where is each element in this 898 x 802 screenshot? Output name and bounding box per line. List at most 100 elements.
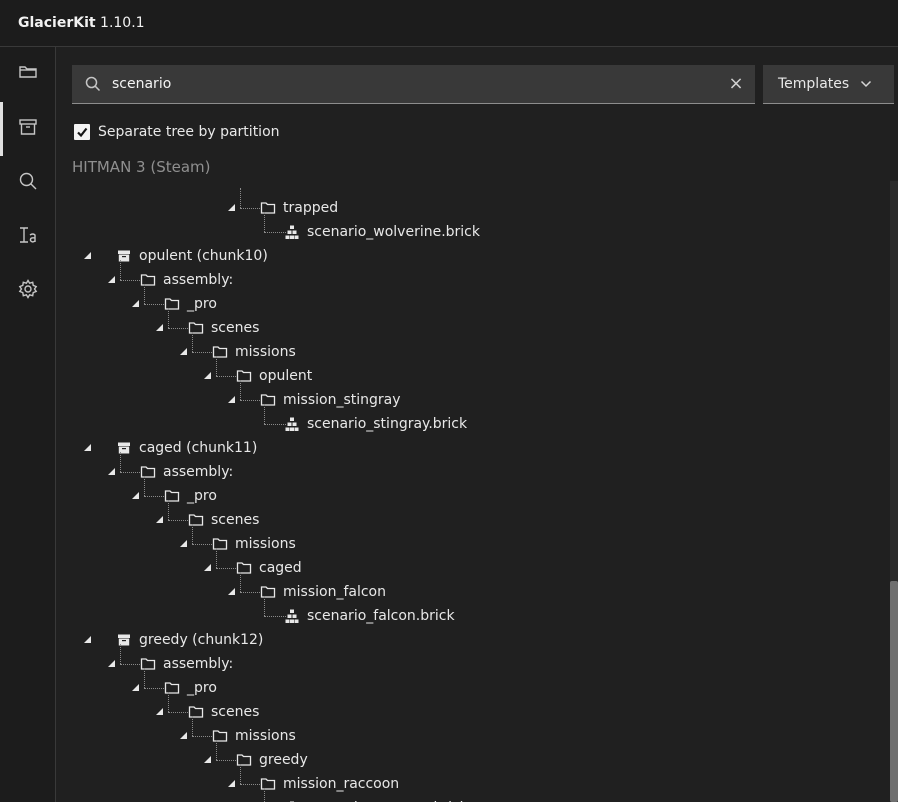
tree-connector [216, 760, 238, 761]
gear-icon [18, 279, 38, 303]
tree-node-label: assembly: [163, 656, 234, 672]
folder-icon [212, 536, 228, 552]
expand-toggle-icon[interactable] [204, 372, 211, 379]
tree-node[interactable]: greedy (chunk12) [116, 628, 263, 652]
tree-node[interactable]: assembly: [140, 460, 233, 484]
tree-node[interactable]: mission_stingray [260, 388, 401, 412]
expand-toggle-icon[interactable] [108, 468, 115, 475]
tree-node[interactable]: missions [212, 532, 296, 556]
tree-node[interactable]: greedy [236, 748, 308, 772]
expand-toggle-icon[interactable] [228, 588, 235, 595]
folder-icon [140, 272, 156, 288]
folder-icon [164, 680, 180, 696]
expand-toggle-icon[interactable] [84, 444, 91, 451]
templates-dropdown[interactable]: Templates [763, 65, 894, 104]
tree-node[interactable]: scenes [188, 316, 259, 340]
expand-toggle-icon[interactable] [180, 540, 187, 547]
templates-label: Templates [778, 76, 850, 92]
expand-toggle-icon[interactable] [180, 732, 187, 739]
tree-node-label: mission_raccoon [283, 776, 400, 792]
tree-node[interactable]: _pro [164, 292, 217, 316]
tree-node[interactable]: scenario_wolverine.brick [284, 220, 480, 244]
tree-node-label: _pro [187, 680, 217, 696]
tree-node-label: caged (chunk11) [139, 440, 258, 456]
partition-heading: HITMAN 3 (Steam) [72, 158, 211, 176]
folder-icon [260, 776, 276, 792]
tree-node-label: missions [235, 344, 296, 360]
scrollbar[interactable] [890, 181, 898, 802]
expand-toggle-icon[interactable] [204, 564, 211, 571]
clear-icon[interactable]: × [728, 73, 744, 94]
tree-connector [264, 424, 286, 425]
tree-connector [240, 592, 262, 593]
expand-toggle-icon[interactable] [228, 780, 235, 787]
tree-node[interactable]: missions [212, 340, 296, 364]
search-icon [85, 76, 101, 92]
scrollbar-thumb[interactable] [890, 581, 898, 802]
expand-toggle-icon[interactable] [84, 252, 91, 259]
separate-partition-checkbox[interactable] [74, 124, 90, 140]
tree-node[interactable]: caged [236, 556, 302, 580]
tree-connector [120, 472, 142, 473]
tree-connector [120, 280, 142, 281]
tree-node[interactable]: missions [212, 724, 296, 748]
tree-connector [168, 500, 169, 520]
tree-node[interactable]: scenario_stingray.brick [284, 412, 467, 436]
tree-node-label: scenario_raccoon.brick [307, 800, 468, 802]
tree-connector [144, 688, 166, 689]
expand-toggle-icon[interactable] [156, 516, 163, 523]
sidebar-item-archive[interactable] [0, 102, 55, 156]
app-title: GlacierKit 1.10.1 [18, 15, 145, 31]
sidebar [0, 47, 56, 802]
expand-toggle-icon[interactable] [204, 756, 211, 763]
sidebar-item-search[interactable] [0, 156, 55, 210]
tree-node[interactable]: mission_raccoon [260, 772, 399, 796]
tree-connector [240, 400, 262, 401]
tree-connector [144, 304, 166, 305]
tree-node-label: scenes [211, 512, 260, 528]
folder-icon [260, 392, 276, 408]
tree-node[interactable]: opulent (chunk10) [116, 244, 268, 268]
expand-toggle-icon[interactable] [180, 348, 187, 355]
expand-toggle-icon[interactable] [84, 636, 91, 643]
tree-node[interactable]: assembly: [140, 652, 233, 676]
expand-toggle-icon[interactable] [156, 708, 163, 715]
tree-node[interactable]: scenario_falcon.brick [284, 604, 455, 628]
expand-toggle-icon[interactable] [228, 204, 235, 211]
tree-node[interactable]: opulent [236, 364, 312, 388]
tree-connector [192, 736, 214, 737]
expand-toggle-icon[interactable] [228, 396, 235, 403]
tree-connector [192, 544, 214, 545]
expand-toggle-icon[interactable] [108, 660, 115, 667]
tree-connector [264, 232, 286, 233]
tree-node[interactable]: trapped [260, 196, 338, 220]
tree-node-label: scenario_wolverine.brick [307, 224, 480, 240]
tree-connector [264, 212, 265, 232]
tree-node[interactable]: assembly: [140, 268, 233, 292]
tree-node[interactable]: mission_falcon [260, 580, 386, 604]
tree-node[interactable]: scenes [188, 508, 259, 532]
tree-node[interactable]: caged (chunk11) [116, 436, 257, 460]
sidebar-item-text[interactable] [0, 210, 55, 264]
tree-connector [240, 188, 241, 208]
expand-toggle-icon[interactable] [156, 324, 163, 331]
search-input[interactable] [112, 65, 712, 103]
expand-toggle-icon[interactable] [132, 492, 139, 499]
tree-connector [168, 308, 169, 328]
tree-connector [168, 712, 190, 713]
sidebar-item-settings[interactable] [0, 264, 55, 318]
expand-toggle-icon[interactable] [108, 276, 115, 283]
expand-toggle-icon[interactable] [132, 684, 139, 691]
expand-toggle-icon[interactable] [132, 300, 139, 307]
tree-node[interactable]: scenario_raccoon.brick [284, 796, 468, 802]
folder-icon [164, 488, 180, 504]
tree-connector [120, 664, 142, 665]
folder-icon [212, 344, 228, 360]
separate-partition-option[interactable]: Separate tree by partition [74, 123, 280, 141]
sidebar-item-files[interactable] [0, 47, 55, 101]
tree-node[interactable]: scenes [188, 700, 259, 724]
tree-node[interactable]: _pro [164, 484, 217, 508]
tree-node[interactable]: _pro [164, 676, 217, 700]
tree-node-label: mission_falcon [283, 584, 386, 600]
tree-connector [264, 788, 265, 802]
